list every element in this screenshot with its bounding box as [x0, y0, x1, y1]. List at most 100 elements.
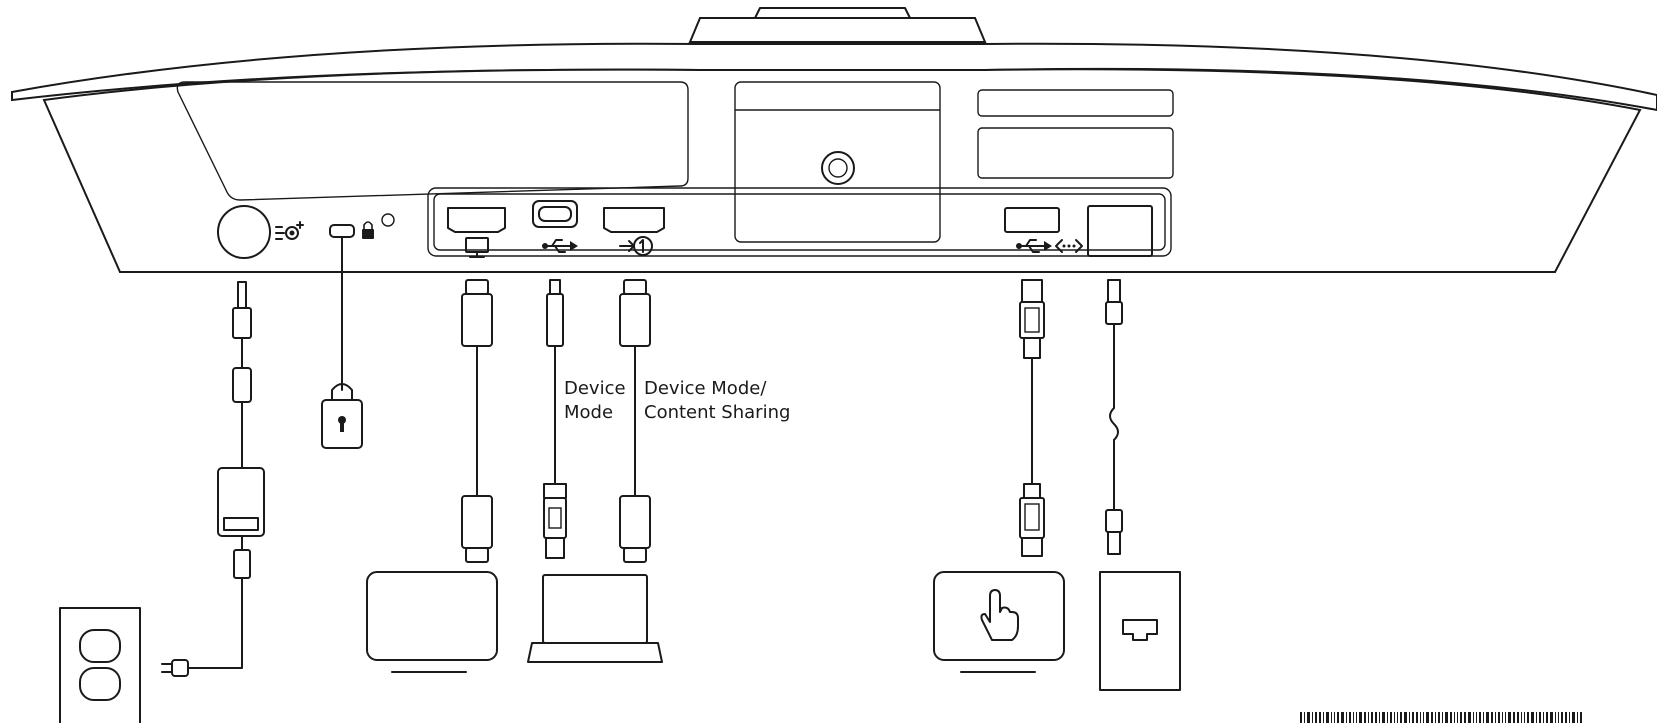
- barcode-bar: [1400, 712, 1402, 723]
- barcode-bar: [1508, 712, 1511, 723]
- barcode-bar: [1364, 712, 1366, 723]
- security-slot: [329, 213, 395, 239]
- barcode-bar: [1445, 712, 1448, 723]
- hdmi-in-cable: [619, 279, 651, 563]
- barcode-bar: [1539, 712, 1541, 723]
- barcode: [1300, 712, 1657, 723]
- hdmi-out-cable: [461, 279, 493, 563]
- laptop: [527, 574, 663, 663]
- barcode-bar: [1323, 712, 1324, 723]
- barcode-bar: [1476, 712, 1477, 723]
- barcode-bar: [1546, 712, 1548, 723]
- content-sharing-label: Device Mode/ Content Sharing: [644, 378, 790, 423]
- barcode-bar: [1442, 712, 1443, 723]
- hdmi-out-port: [447, 207, 506, 258]
- usb-a-port: [1004, 207, 1060, 253]
- barcode-bar: [1304, 712, 1305, 723]
- barcode-bar: [1491, 712, 1493, 723]
- barcode-bar: [1521, 712, 1522, 723]
- barcode-bar: [1307, 712, 1310, 723]
- barcode-bar: [1356, 712, 1357, 723]
- barcode-bar: [1412, 712, 1414, 723]
- video-bar-body: [11, 42, 1657, 273]
- barcode-bar: [1527, 712, 1529, 723]
- barcode-bar: [1394, 712, 1395, 723]
- barcode-bar: [1431, 712, 1433, 723]
- barcode-bar: [1300, 712, 1302, 723]
- barcode-bar: [1368, 712, 1369, 723]
- barcode-bar: [1337, 712, 1339, 723]
- barcode-bar: [1457, 712, 1458, 723]
- barcode-bar: [1486, 712, 1489, 723]
- power-port: [217, 205, 304, 259]
- barcode-bar: [1409, 712, 1410, 723]
- barcode-bar: [1341, 712, 1344, 723]
- usb-c-port: [532, 200, 578, 253]
- barcode-bar: [1312, 712, 1313, 723]
- ethernet-icon: [1055, 239, 1083, 253]
- ethernet-wall-jack: [1099, 571, 1181, 691]
- barcode-bar: [1464, 712, 1466, 723]
- barcode-bar: [1450, 712, 1452, 723]
- barcode-bar: [1555, 712, 1556, 723]
- touch-hand-icon: [980, 589, 1019, 641]
- hdmi-in-port: [603, 207, 665, 256]
- barcode-bar: [1334, 712, 1335, 723]
- barcode-bar: [1543, 712, 1544, 723]
- barcode-bar: [1438, 712, 1440, 723]
- barcode-bar: [1577, 712, 1578, 723]
- usb-a-cable: [1019, 279, 1045, 557]
- barcode-bar: [1331, 712, 1332, 723]
- barcode-bar: [1495, 712, 1496, 723]
- barcode-bar: [1502, 712, 1503, 723]
- barcode-bar: [1349, 712, 1351, 723]
- barcode-bar: [1426, 712, 1429, 723]
- barcode-bar: [1315, 712, 1317, 723]
- monitor-icon: [465, 237, 489, 258]
- touch-display: [933, 571, 1065, 673]
- barcode-bar: [1460, 712, 1462, 723]
- network-port: [1055, 205, 1153, 257]
- barcode-bar: [1390, 712, 1392, 723]
- barcode-bar: [1423, 712, 1424, 723]
- barcode-bar: [1513, 712, 1515, 723]
- device-mode-label-line1: Device: [564, 378, 626, 399]
- barcode-bar: [1375, 712, 1377, 723]
- barcode-bar: [1353, 712, 1354, 723]
- content-sharing-label-line2: Content Sharing: [644, 402, 790, 423]
- barcode-bar: [1404, 712, 1407, 723]
- barcode-bar: [1387, 712, 1388, 723]
- plug-icon: [161, 659, 189, 677]
- barcode-bar: [1473, 712, 1474, 723]
- barcode-bar: [1524, 712, 1525, 723]
- display-monitor: [366, 571, 498, 673]
- barcode-bar: [1572, 712, 1575, 723]
- barcode-bar: [1435, 712, 1436, 723]
- barcode-bar: [1483, 712, 1484, 723]
- barcode-bar: [1379, 712, 1380, 723]
- dc-power-icon: [275, 221, 304, 240]
- barcode-bar: [1479, 712, 1481, 723]
- barcode-bar: [1359, 712, 1362, 723]
- wall-outlet: [59, 607, 141, 723]
- usb-c-cable: [543, 279, 567, 559]
- usb-icon: [1016, 239, 1052, 253]
- barcode-bar: [1319, 712, 1321, 723]
- hdmi-input-1-icon: [619, 236, 653, 256]
- barcode-bar: [1346, 712, 1347, 723]
- barcode-bar: [1536, 712, 1537, 723]
- barcode-bar: [1454, 712, 1455, 723]
- barcode-bar: [1397, 712, 1398, 723]
- device-mode-label: Device Mode: [564, 378, 626, 423]
- barcode-bar: [1416, 712, 1418, 723]
- content-sharing-label-line1: Device Mode/: [644, 378, 767, 399]
- power-adapter: [217, 467, 265, 537]
- security-cable-lock: [321, 236, 363, 449]
- barcode-bar: [1382, 712, 1385, 723]
- barcode-bar: [1420, 712, 1421, 723]
- barcode-bar: [1517, 712, 1519, 723]
- camera-mount: [688, 7, 987, 43]
- barcode-bar: [1561, 712, 1563, 723]
- barcode-bar: [1326, 712, 1329, 723]
